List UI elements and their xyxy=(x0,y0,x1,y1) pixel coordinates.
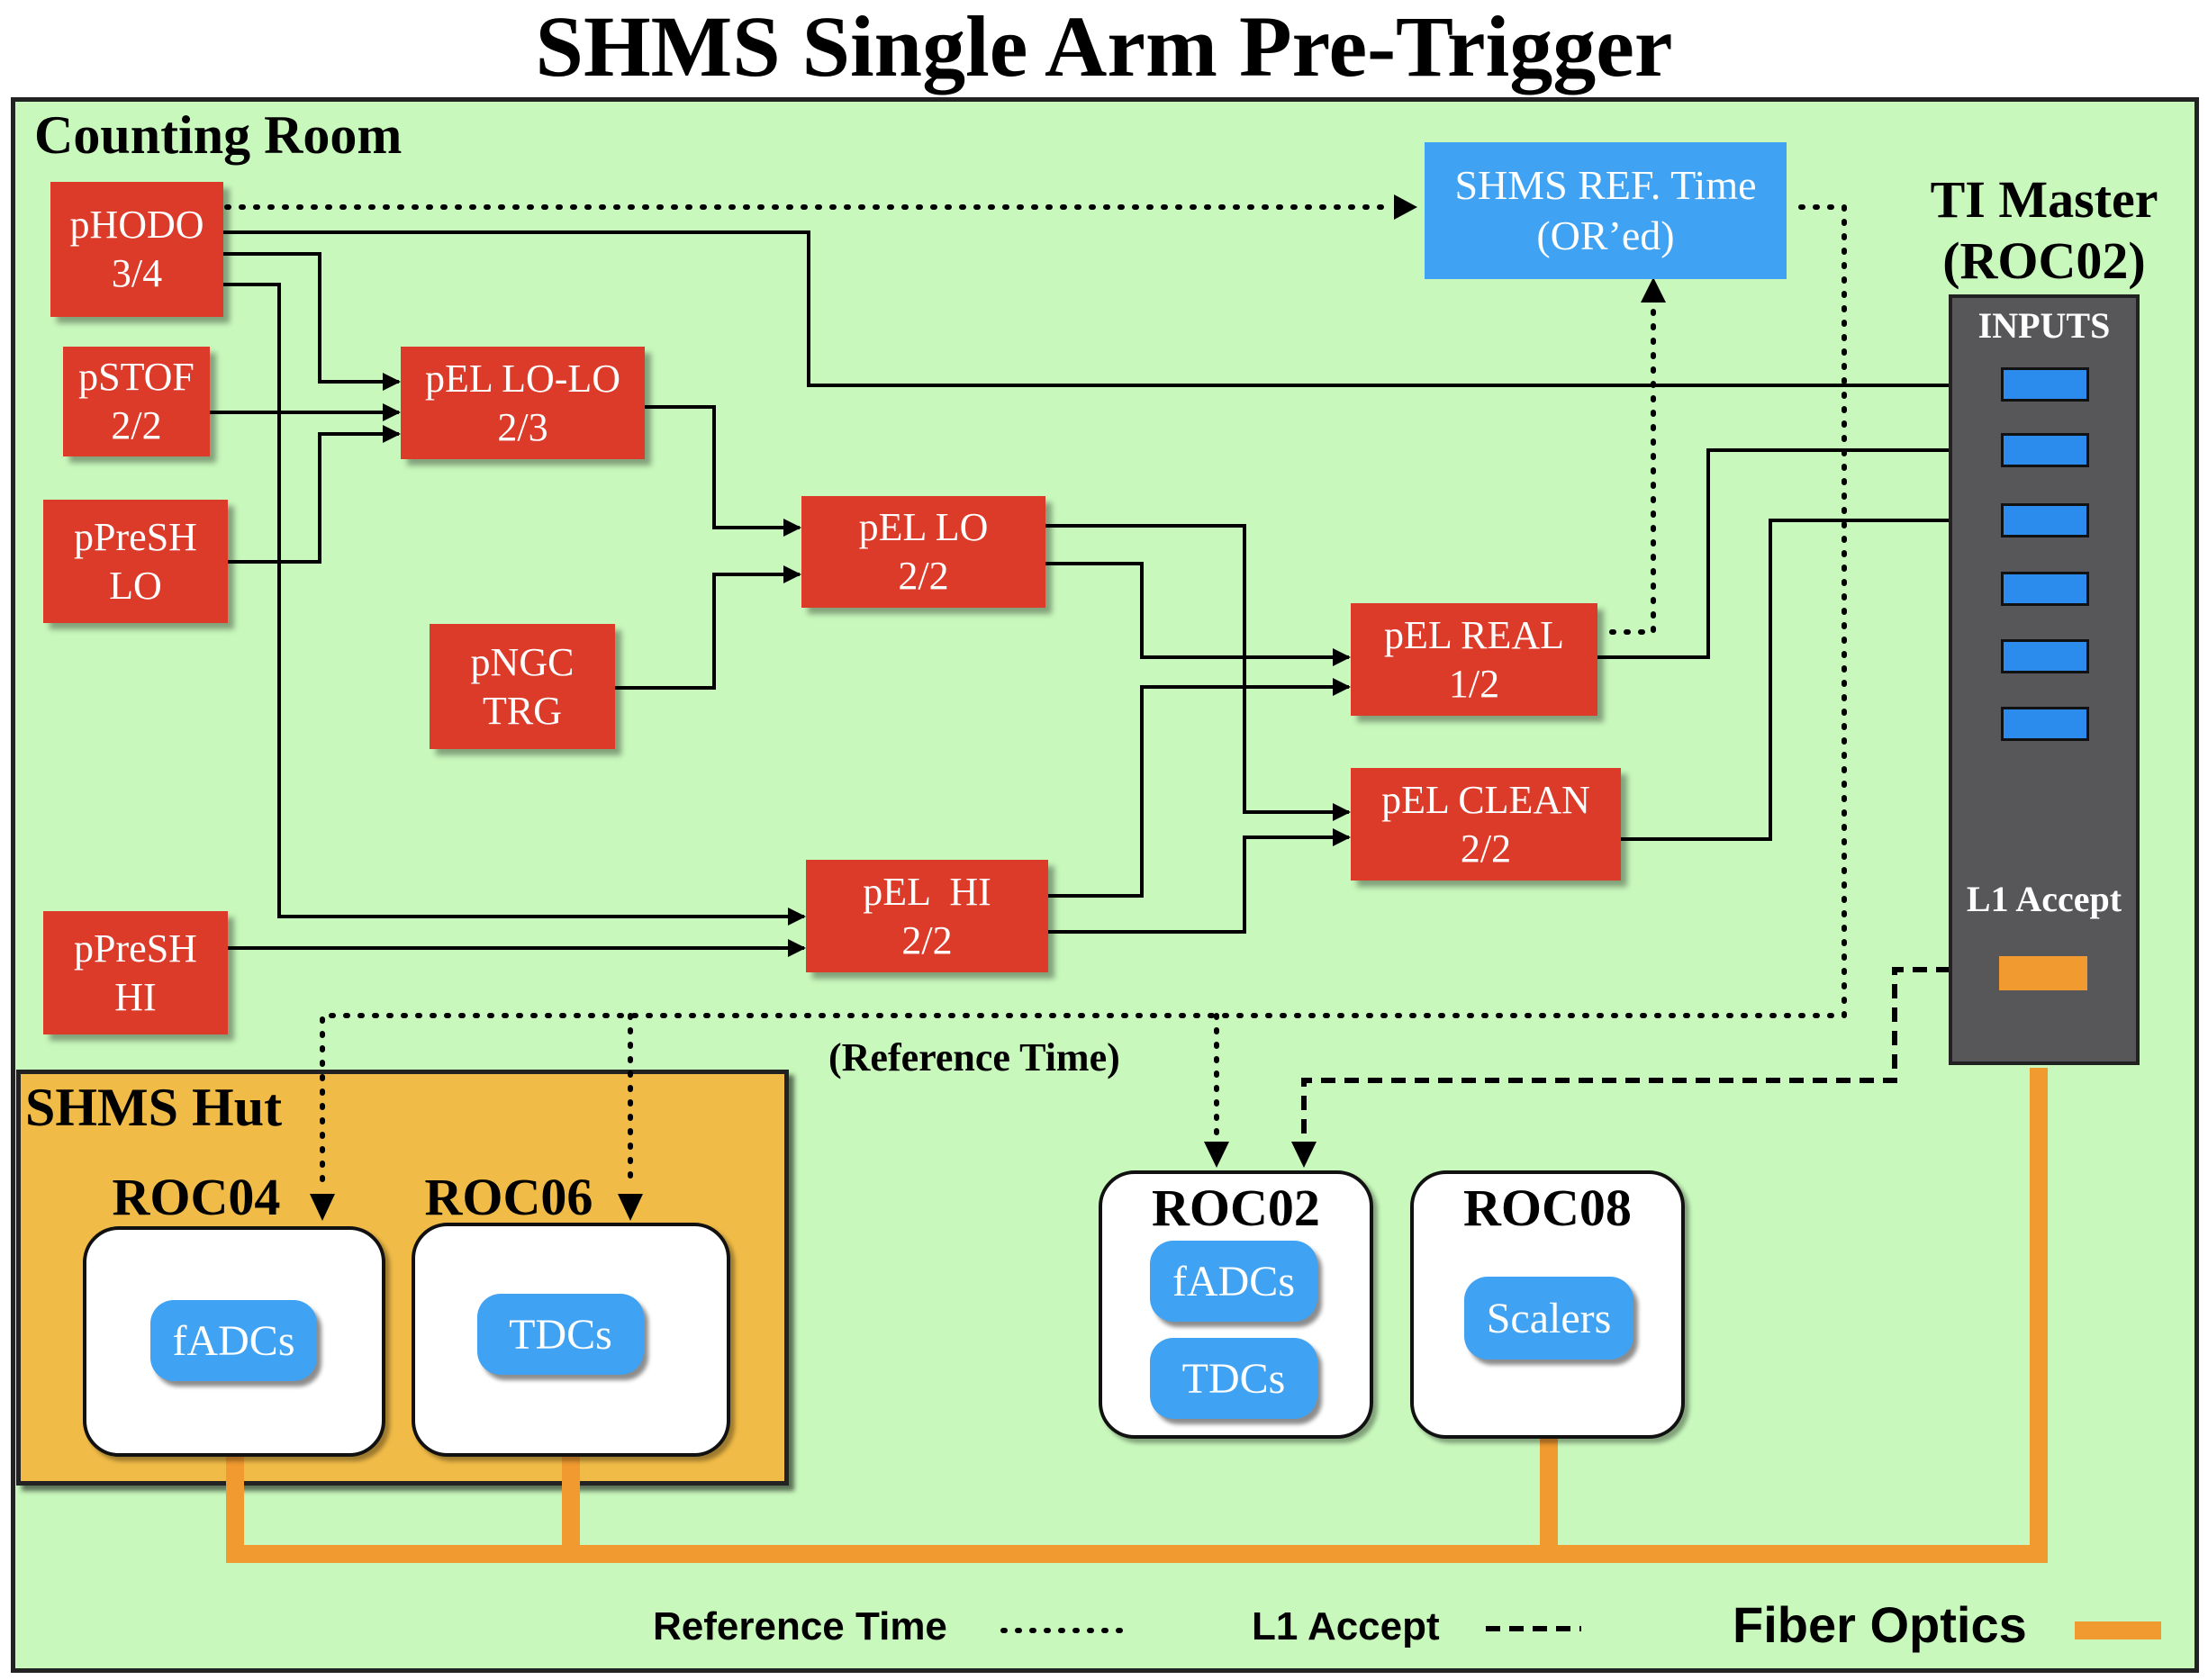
wire-pel-real-ti-input-2 xyxy=(1597,441,1994,659)
node-pel-lo-label: pEL LO 2/2 xyxy=(858,505,989,598)
ref-time-distribution xyxy=(320,204,1847,1187)
ti-input-port-2 xyxy=(2001,433,2089,467)
ti-input-port-1 xyxy=(2001,367,2089,402)
roc02-fadcs-module: fADCs xyxy=(1150,1241,1317,1322)
node-pstof-label: pSTOF 2/2 xyxy=(78,355,195,447)
roc02-tdcs-module: TDCs xyxy=(1150,1338,1317,1419)
roc06-label: ROC06 xyxy=(424,1168,593,1226)
wire-ppresh-lo-pel-lolo xyxy=(228,425,401,564)
node-shms-ref-time-label: SHMS REF. Time (OR’ed) xyxy=(1454,162,1757,258)
wire-pel-hi-pel-clean xyxy=(1048,828,1351,934)
legend-fiber-optics-label: Fiber Optics xyxy=(1733,1596,2027,1653)
arrowhead-roc04 xyxy=(310,1194,335,1221)
node-pngc: pNGC TRG xyxy=(430,624,615,749)
ti-master-panel xyxy=(1949,294,2140,1065)
node-ppresh-hi: pPreSH HI xyxy=(43,911,228,1034)
wire-pel-lo-pel-clean xyxy=(1045,524,1351,821)
roc04-label: ROC04 xyxy=(112,1168,281,1226)
wire-pngc-pel-lo xyxy=(615,565,801,690)
wire-phodo-ti-input-1 xyxy=(223,230,1994,394)
node-ppresh-hi-label: pPreSH HI xyxy=(74,926,197,1019)
arrowhead-roc02-ref xyxy=(1204,1142,1229,1168)
wire-pel-lolo-pel-lo xyxy=(645,405,801,537)
node-phodo: pHODO 3/4 xyxy=(50,182,223,317)
wire-pel-lo-pel-real xyxy=(1045,562,1351,666)
roc04-fadcs-module: fADCs xyxy=(150,1300,317,1381)
arrowhead-shms-ref xyxy=(1394,194,1417,220)
reference-time-label: (Reference Time) xyxy=(828,1035,1120,1079)
roc08-scalers-module: Scalers xyxy=(1464,1277,1633,1359)
node-pel-hi-label: pEL HI 2/2 xyxy=(863,869,991,962)
node-pel-clean-label: pEL CLEAN 2/2 xyxy=(1381,777,1590,871)
ti-input-port-3 xyxy=(2001,503,2089,537)
arrowhead-ref-up xyxy=(1641,277,1666,303)
ti-input-port-4 xyxy=(2001,572,2089,606)
arrowhead-roc06 xyxy=(618,1194,643,1221)
node-phodo-label: pHODO 3/4 xyxy=(69,203,204,295)
ti-input-port-5 xyxy=(2001,639,2089,673)
counting-room-label: Counting Room xyxy=(34,105,403,165)
shms-hut-label: SHMS Hut xyxy=(25,1078,283,1137)
arrowhead-roc02-l1 xyxy=(1291,1142,1317,1168)
node-pel-hi: pEL HI 2/2 xyxy=(806,860,1048,972)
fiber-trunk xyxy=(226,1068,2048,1563)
ti-l1-accept-label: L1 Accept xyxy=(1966,879,2122,919)
roc02-label: ROC02 xyxy=(1152,1179,1320,1237)
wire-phodo-pel-hi xyxy=(223,283,806,926)
node-shms-ref-time: SHMS REF. Time (OR’ed) xyxy=(1425,142,1787,279)
node-pstof: pSTOF 2/2 xyxy=(63,347,210,456)
node-pel-lo: pEL LO 2/2 xyxy=(801,496,1045,608)
diagram-title: SHMS Single Arm Pre-Trigger xyxy=(535,0,1673,95)
node-pel-real: pEL REAL 1/2 xyxy=(1351,603,1597,716)
node-ppresh-lo: pPreSH LO xyxy=(43,500,228,623)
l1-accept-to-roc02 xyxy=(1301,967,1997,1142)
ti-master-title: TI Master xyxy=(1930,170,2158,229)
node-pel-lolo-label: pEL LO-LO 2/3 xyxy=(424,356,621,449)
wire-pel-hi-pel-real xyxy=(1048,678,1351,898)
node-ppresh-lo-label: pPreSH LO xyxy=(74,514,197,608)
legend-reference-time-label: Reference Time xyxy=(653,1604,947,1648)
ti-l1-accept-port xyxy=(1999,956,2087,990)
node-pel-lolo: pEL LO-LO 2/3 xyxy=(401,347,645,459)
ti-master-subtitle: (ROC02) xyxy=(1942,231,2146,290)
roc06-tdcs-module: TDCs xyxy=(477,1294,644,1375)
roc08-label: ROC08 xyxy=(1463,1179,1632,1237)
node-pel-clean: pEL CLEAN 2/2 xyxy=(1351,768,1621,881)
legend-l1-accept-label: L1 Accept xyxy=(1252,1604,1440,1648)
node-pngc-label: pNGC TRG xyxy=(470,639,575,733)
ti-input-port-6 xyxy=(2001,707,2089,741)
ti-inputs-label: INPUTS xyxy=(1977,305,2111,346)
wire-phodo-pel-lolo xyxy=(223,252,401,391)
node-pel-real-label: pEL REAL 1/2 xyxy=(1384,612,1564,706)
ref-time-pel-real-to-shms-ref xyxy=(1609,302,1656,635)
wire-pel-clean-ti-input-3 xyxy=(1621,511,1994,841)
